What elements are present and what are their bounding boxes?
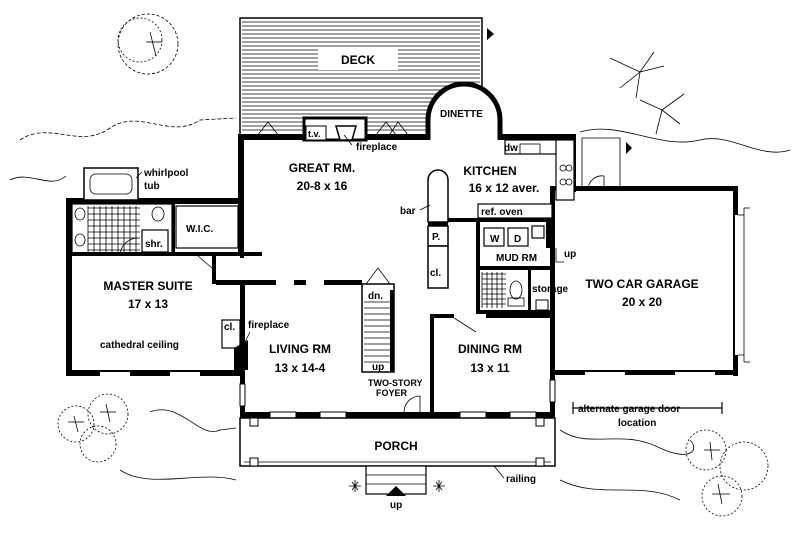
kitchen-size: 16 x 12 aver. bbox=[469, 181, 540, 195]
mud-room: W D MUD RM up storage bbox=[476, 222, 576, 314]
stairs: dn. up bbox=[361, 267, 395, 373]
tree-top-left bbox=[117, 13, 179, 75]
fireplace-great-label: fireplace bbox=[356, 142, 398, 153]
great-room-rear: t.v. fireplace bbox=[253, 116, 413, 153]
porch-up-label: up bbox=[390, 500, 402, 511]
garage-up-label: up bbox=[564, 249, 576, 260]
mud-room-label: MUD RM bbox=[496, 253, 537, 264]
washer-label: W bbox=[490, 234, 500, 245]
hallway bbox=[212, 256, 362, 285]
garage-label: TWO CAR GARAGE bbox=[585, 277, 698, 291]
tree-bottom-left bbox=[57, 393, 129, 463]
landscaping bbox=[9, 13, 791, 517]
closet-center-label: cl. bbox=[430, 268, 441, 279]
great-room-label: GREAT RM. bbox=[289, 161, 355, 175]
deck: DECK bbox=[239, 17, 494, 137]
garage-doors bbox=[581, 137, 750, 375]
stairs-down-label: dn. bbox=[368, 291, 383, 302]
fireplace-living-label: fireplace bbox=[248, 320, 290, 331]
porch-label: PORCH bbox=[374, 439, 417, 453]
dryer-label: D bbox=[514, 234, 521, 245]
garage-door-note-line1: alternate garage door bbox=[578, 404, 680, 415]
pantry-label: P. bbox=[432, 232, 440, 243]
living-room-label: LIVING RM bbox=[269, 342, 331, 356]
kitchen: dw KITCHEN 16 x 12 aver. ref. oven bbox=[448, 139, 575, 222]
dining-room-label: DINING RM bbox=[458, 342, 522, 356]
master-suite-size: 17 x 13 bbox=[128, 297, 168, 311]
dinette-label: DINETTE bbox=[440, 109, 483, 120]
stairs-up-label: up bbox=[372, 362, 384, 373]
whirlpool-label: whirlpool bbox=[143, 168, 189, 179]
storage-label: storage bbox=[532, 284, 569, 295]
master-suite-note: cathedral ceiling bbox=[100, 340, 179, 351]
bar-label: bar bbox=[400, 206, 416, 217]
dinette: DINETTE bbox=[425, 81, 503, 140]
tv-label: t.v. bbox=[308, 129, 320, 139]
ref-oven-label: ref. oven bbox=[481, 207, 523, 218]
bar: bar P. cl. bbox=[400, 169, 449, 289]
foyer-label-line1: TWO-STORY bbox=[368, 378, 423, 388]
dining-room: DINING RM 13 x 11 bbox=[430, 314, 556, 419]
kitchen-label: KITCHEN bbox=[463, 164, 516, 178]
shower-label: shr. bbox=[145, 239, 163, 250]
railing-label: railing bbox=[506, 474, 536, 485]
wic-label: W.I.C. bbox=[186, 224, 213, 235]
garage-door-note-line2: location bbox=[618, 418, 656, 429]
dishwasher-label: dw bbox=[504, 143, 518, 154]
master-suite: whirlpool tub shr. W.I.C. MASTER SUITE 1… bbox=[71, 167, 262, 376]
garage-size: 20 x 20 bbox=[622, 295, 662, 309]
dining-room-size: 13 x 11 bbox=[470, 361, 510, 375]
porch: PORCH up railing bbox=[239, 417, 556, 511]
tree-top-right bbox=[609, 51, 685, 135]
garage-door-note: alternate garage door location bbox=[572, 402, 723, 429]
living-room-size: 13 x 14-4 bbox=[275, 361, 326, 375]
master-suite-label: MASTER SUITE bbox=[103, 279, 192, 293]
tree-bottom-right bbox=[685, 429, 769, 517]
great-room-size: 20-8 x 16 bbox=[297, 179, 348, 193]
deck-label: DECK bbox=[341, 53, 375, 67]
closet-master-label: cl. bbox=[224, 322, 235, 333]
tub-label: tub bbox=[144, 181, 160, 192]
foyer-label-line2: FOYER bbox=[376, 388, 408, 398]
living-room: fireplace LIVING RM 13 x 14-4 bbox=[234, 320, 347, 419]
